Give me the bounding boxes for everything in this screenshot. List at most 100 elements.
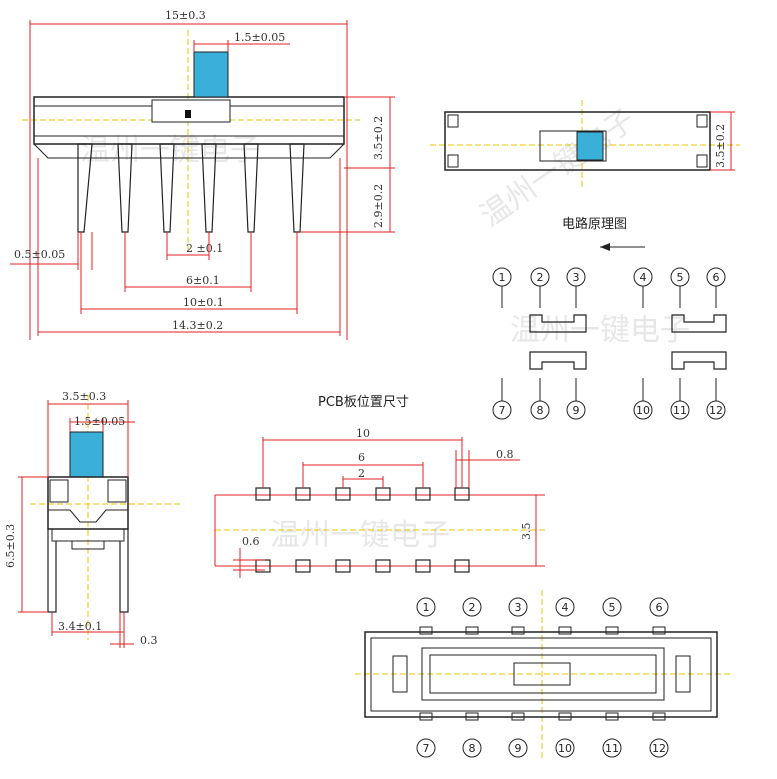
svg-text:9: 9: [573, 404, 580, 417]
schematic-pin-11: 11: [670, 378, 690, 420]
pcb-pad: [335, 487, 351, 501]
bottom-pin-10: 10: [555, 738, 575, 758]
dim-span-6: 6: [358, 451, 365, 464]
dim-width: 3.5±0.3: [62, 390, 106, 403]
pcb-pad: [295, 487, 311, 501]
svg-text:6: 6: [656, 601, 663, 614]
bottom-pad: [605, 626, 619, 635]
dim-pin-span: 3.4±0.1: [58, 620, 102, 633]
knob: [193, 51, 229, 98]
svg-text:10: 10: [558, 742, 572, 755]
bottom-pin-2: 2: [462, 597, 482, 617]
dim-overall-width: 15±0.3: [165, 9, 206, 22]
bottom-pin-5: 5: [602, 597, 622, 617]
pcb-footprint: PCB板位置尺寸 10 6 2 0.8 0.6 3.5: [214, 395, 545, 578]
svg-text:12: 12: [652, 742, 666, 755]
svg-text:3: 3: [515, 601, 522, 614]
bottom-pad: [465, 626, 479, 635]
dim-span-6: 6±0.1: [186, 274, 220, 287]
svg-text:7: 7: [499, 404, 506, 417]
bottom-pin-8: 8: [462, 738, 482, 758]
pcb-pad: [415, 487, 431, 501]
bottom-pad: [605, 712, 619, 721]
schematic-pin-3: 3: [566, 267, 586, 308]
pcb-pad: [454, 487, 470, 501]
dim-knob-width: 1.5±0.05: [74, 415, 125, 428]
bottom-pad: [652, 712, 666, 721]
bottom-pad: [419, 712, 433, 721]
watermark: 温州一键电子: [474, 102, 642, 234]
dim-pad-h: 0.6: [242, 535, 260, 548]
pcb-pad: [255, 487, 271, 501]
pcb-pad: [454, 559, 470, 573]
dim-knob-width: 1.5±0.05: [234, 31, 285, 44]
bottom-pad: [511, 712, 525, 721]
schematic-pin-2: 2: [530, 267, 550, 308]
top-right-view: 3.5±0.2: [430, 100, 740, 190]
svg-text:3: 3: [573, 271, 580, 284]
dim-pad-w: 0.8: [496, 448, 514, 461]
watermark: 温州一键电子: [510, 313, 690, 348]
bottom-pin-12: 12: [649, 738, 669, 758]
dim-pin-width: 0.5±0.05: [14, 248, 65, 261]
bottom-pin-11: 11: [602, 738, 622, 758]
bottom-pin-4: 4: [555, 597, 575, 617]
bottom-pad: [558, 626, 572, 635]
dim-overall-pins: 14.3±0.2: [172, 319, 223, 332]
svg-text:9: 9: [515, 742, 522, 755]
pcb-pad: [375, 487, 391, 501]
pcb-pad: [375, 559, 391, 573]
front-view: 15±0.3 1.5±0.05 3.5±0.2 2.9±0.2 0.5±0.05…: [10, 9, 395, 340]
bottom-pad: [558, 712, 572, 721]
schematic-pin-12: 12: [706, 378, 726, 420]
dim-height: 3.5±0.2: [714, 124, 727, 168]
svg-text:7: 7: [423, 742, 430, 755]
watermark: 温州一键电子: [270, 518, 450, 553]
bottom-pad: [465, 712, 479, 721]
side-view: 3.5±0.3 1.5±0.05 6.5±0.3 3.4±0.1 0.3: [4, 390, 180, 648]
svg-text:12: 12: [709, 404, 723, 417]
svg-text:10: 10: [636, 404, 650, 417]
bottom-pin-1: 1: [416, 597, 436, 617]
svg-text:11: 11: [605, 742, 619, 755]
schematic-pin-8: 8: [530, 378, 550, 420]
bottom-pad: [511, 626, 525, 635]
pcb-pad: [335, 559, 351, 573]
schematic-pin-6: 6: [706, 267, 726, 308]
knob: [576, 131, 604, 161]
dim-row-gap: 3.5: [520, 523, 533, 541]
svg-text:5: 5: [677, 271, 684, 284]
pcb-pad: [295, 559, 311, 573]
dim-pitch: 2: [358, 467, 365, 480]
svg-text:8: 8: [469, 742, 476, 755]
bottom-pin-9: 9: [508, 738, 528, 758]
svg-text:1: 1: [499, 271, 506, 284]
schematic-pin-1: 1: [492, 267, 512, 308]
knob: [69, 431, 104, 478]
dim-span-10: 10±0.1: [183, 296, 224, 309]
bottom-pin-3: 3: [508, 597, 528, 617]
svg-text:8: 8: [537, 404, 544, 417]
svg-text:1: 1: [423, 601, 430, 614]
dim-height: 6.5±0.3: [4, 524, 17, 568]
svg-text:6: 6: [713, 271, 720, 284]
pcb-pad: [415, 559, 431, 573]
bottom-pin-7: 7: [416, 738, 436, 758]
schematic-pin-10: 10: [633, 378, 653, 420]
dim-body-height: 3.5±0.2: [372, 116, 385, 160]
bottom-pin-6: 6: [649, 597, 669, 617]
schematic-title: 电路原理图: [562, 216, 627, 232]
dim-span-10: 10: [356, 427, 370, 440]
dim-pin-thick: 0.3: [140, 634, 158, 647]
svg-text:2: 2: [537, 271, 544, 284]
schematic-pin-9: 9: [566, 378, 586, 420]
svg-text:11: 11: [673, 404, 687, 417]
svg-text:5: 5: [609, 601, 616, 614]
schematic-pin-4: 4: [633, 267, 653, 308]
svg-text:4: 4: [562, 601, 569, 614]
schematic-pin-7: 7: [492, 378, 512, 420]
pcb-title: PCB板位置尺寸: [318, 395, 409, 410]
